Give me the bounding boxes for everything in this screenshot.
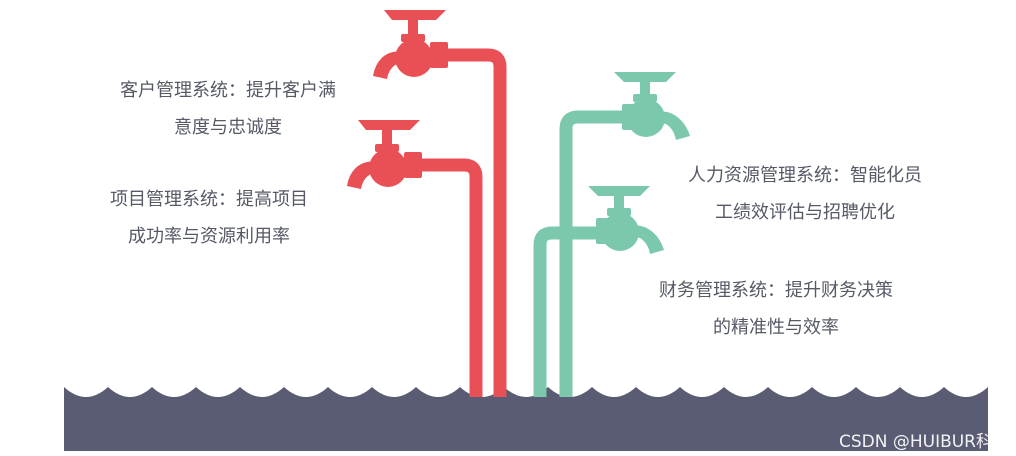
- red-pipe-pm: [420, 158, 483, 397]
- faucet-icon: [347, 120, 422, 189]
- crm-label-line-2: 意度与忠诚度: [174, 117, 282, 138]
- faucet-icon: [614, 72, 690, 140]
- finance-label-line-2: 的精准性与效率: [713, 317, 839, 338]
- crm-system-label: 客户管理系统：提升客户满 意度与忠诚度: [108, 72, 348, 146]
- project-label-line-1: 项目管理系统：提高项目: [110, 189, 308, 210]
- crm-label-line-1: 客户管理系统：提升客户满: [120, 80, 336, 101]
- faucet-icon: [588, 186, 664, 254]
- red-pipe-crm: [448, 48, 507, 397]
- green-pipe-fin: [533, 226, 598, 397]
- project-system-label: 项目管理系统：提高项目 成功率与资源利用率: [98, 181, 320, 255]
- faucet-icon: [373, 10, 448, 79]
- finance-label-line-1: 财务管理系统：提升财务决策: [659, 280, 893, 301]
- watermark: CSDN @HUIBUR科技: [838, 432, 1010, 452]
- hr-label-line-1: 人力资源管理系统：智能化员: [688, 165, 922, 186]
- hr-label-line-2: 工绩效评估与招聘优化: [715, 202, 895, 223]
- project-label-line-2: 成功率与资源利用率: [128, 226, 290, 247]
- water-wave: [64, 387, 988, 451]
- hr-system-label: 人力资源管理系统：智能化员 工绩效评估与招聘优化: [676, 157, 934, 231]
- green-pipe-hr: [559, 110, 626, 397]
- finance-system-label: 财务管理系统：提升财务决策 的精准性与效率: [640, 272, 912, 346]
